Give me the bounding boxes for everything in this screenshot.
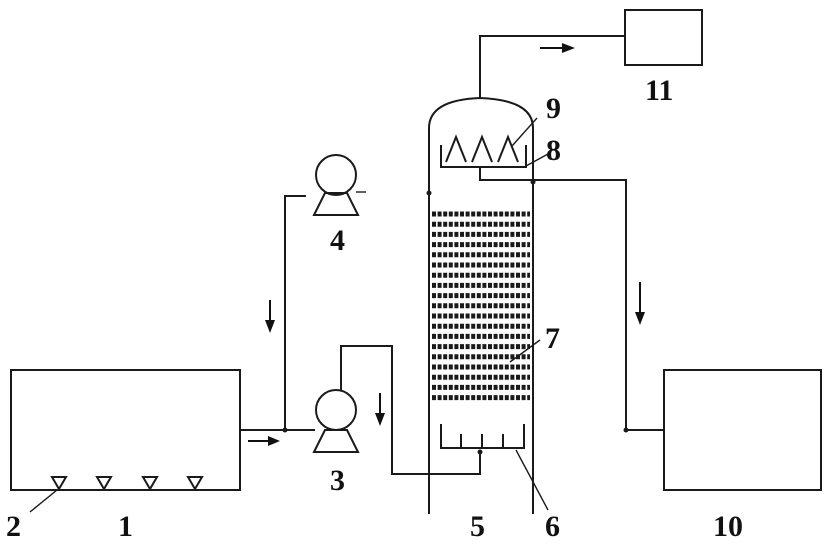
leader-line-7 [509, 339, 541, 363]
label-6: 6 [545, 510, 560, 543]
gas-pipe-11 [479, 35, 625, 98]
leader-line-6 [515, 449, 549, 511]
tank-10 [663, 369, 822, 491]
label-8: 8 [546, 134, 561, 167]
bottom-distributor [440, 424, 549, 511]
feed-pipe [340, 345, 483, 475]
label-5: 5 [470, 510, 485, 543]
flow-arrow-right-11 [540, 43, 575, 53]
tank-1 [10, 369, 241, 491]
flow-arrow-down-10 [635, 282, 645, 325]
air-line-4 [265, 195, 306, 433]
leader-line-8 [525, 153, 549, 167]
leader-line-9 [511, 117, 538, 147]
label-4: 4 [330, 224, 345, 257]
aerator-nozzles [29, 476, 204, 513]
pump-4 [312, 154, 366, 216]
pump-3 [312, 389, 360, 453]
top-collector [440, 117, 549, 168]
flow-arrow-right [248, 436, 280, 446]
label-1: 1 [118, 510, 133, 543]
packing-bed [432, 211, 530, 401]
label-9: 9 [546, 92, 561, 125]
label-7: 7 [545, 322, 560, 355]
label-3: 3 [330, 464, 345, 497]
flow-arrow-down-4 [265, 300, 275, 333]
box-11 [624, 9, 703, 66]
inlet-pipe [240, 429, 315, 446]
leader-line-2 [29, 489, 58, 513]
label-2: 2 [6, 510, 21, 543]
flow-arrow-down-3 [375, 393, 385, 426]
label-11: 11 [645, 74, 673, 107]
outlet-pipe-10 [479, 167, 664, 433]
label-10: 10 [713, 510, 743, 543]
